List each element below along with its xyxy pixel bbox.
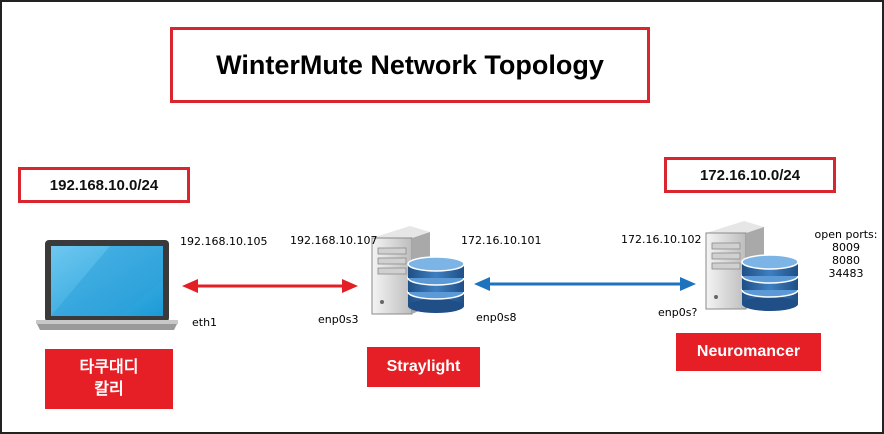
neuromancer-name-tag: Neuromancer (676, 333, 821, 371)
link-straylight-neuromancer (474, 277, 696, 291)
neuromancer-ip-label: 172.16.10.102 (621, 233, 702, 246)
open-port-item: 34483 (828, 267, 864, 280)
subnet-label-right: 172.16.10.0/24 (664, 157, 836, 193)
neuromancer-iface-label: enp0s? (658, 306, 698, 319)
kali-iface-label: eth1 (192, 316, 218, 329)
open-port-item: 8009 (832, 241, 860, 254)
straylight-database-icon (407, 256, 465, 313)
straylight-ip-right-label: 172.16.10.101 (461, 234, 542, 247)
neuromancer-open-ports: open ports: 8009 8080 34483 (812, 228, 880, 280)
kali-name-line2: 칼리 (94, 381, 124, 398)
open-port-item: 8080 (832, 254, 860, 267)
kali-name-tag: 타쿠대디 칼리 (45, 349, 173, 409)
laptop-icon (36, 240, 178, 330)
straylight-name-tag: Straylight (367, 347, 480, 387)
kali-name-line1: 타쿠대디 (79, 359, 139, 376)
diagram-title: WinterMute Network Topology (170, 27, 650, 103)
straylight-ip-left-label: 192.168.10.107 (290, 234, 378, 247)
straylight-iface-left-label: enp0s3 (318, 313, 359, 326)
neuromancer-database-icon (741, 254, 799, 311)
link-kali-straylight (182, 279, 358, 293)
straylight-iface-right-label: enp0s8 (476, 311, 517, 324)
kali-ip-label: 192.168.10.105 (180, 235, 268, 248)
open-ports-heading: open ports: (814, 228, 878, 241)
subnet-label-left: 192.168.10.0/24 (18, 167, 190, 203)
